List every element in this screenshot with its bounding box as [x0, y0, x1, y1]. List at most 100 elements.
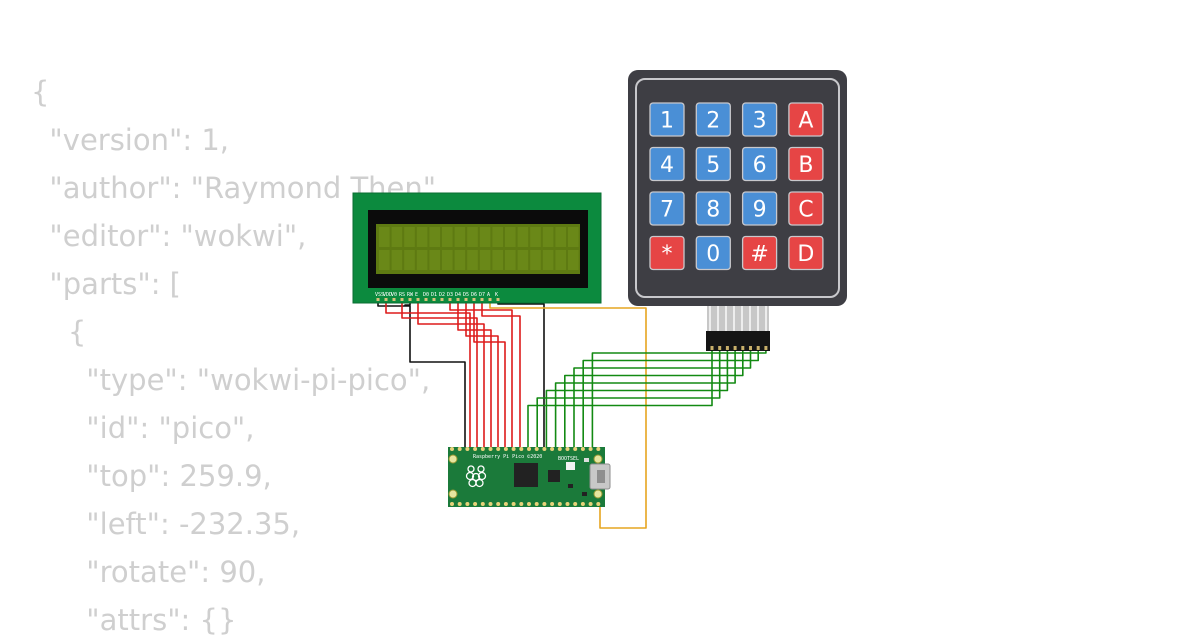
pico-pin-top[interactable] [480, 447, 485, 451]
lcd-pin[interactable] [376, 298, 380, 301]
keypad-pin[interactable] [710, 346, 714, 350]
pico-pin-bottom[interactable] [511, 502, 516, 506]
wire-lcd-d5[interactable] [417, 300, 485, 447]
lcd-pin[interactable] [432, 298, 436, 301]
wire-keypad-5[interactable] [573, 350, 752, 447]
pico-pin-top[interactable] [527, 447, 531, 451]
keypad-pin[interactable] [718, 346, 722, 350]
keypad-key-*[interactable]: * [649, 235, 685, 271]
keypad-pin[interactable] [756, 346, 760, 350]
raspberry-pi-pico[interactable]: Raspberry Pi Pico ©2020 BOOTSEL [448, 447, 611, 507]
keypad-key-D[interactable]: D [788, 235, 824, 271]
pico-pin-bottom[interactable] [580, 502, 585, 506]
pico-pin-bottom[interactable] [496, 502, 501, 506]
pico-bootsel-button[interactable] [566, 462, 575, 470]
lcd-pin[interactable] [472, 298, 476, 301]
pico-pin-bottom[interactable] [473, 502, 478, 506]
pico-pin-bottom[interactable] [450, 502, 454, 506]
pico-pin-bottom[interactable] [565, 502, 570, 506]
lcd-pin[interactable] [464, 298, 468, 301]
keypad-pin[interactable] [764, 346, 768, 350]
pico-pin-top[interactable] [473, 447, 478, 451]
keypad-key-4[interactable]: 4 [649, 146, 685, 182]
pico-pin-top[interactable] [596, 447, 601, 451]
wire-lcd-d1[interactable] [385, 300, 471, 447]
pico-pin-bottom[interactable] [557, 502, 562, 506]
pico-pin-top[interactable] [465, 447, 470, 451]
pico-pin-top[interactable] [503, 447, 508, 451]
wire-lcd-d3[interactable] [401, 300, 478, 447]
lcd-pin[interactable] [456, 298, 460, 301]
wire-lcd-a[interactable] [489, 300, 647, 529]
lcd-pin[interactable] [488, 298, 492, 301]
pico-pin-top[interactable] [496, 447, 501, 451]
keypad-key-3[interactable]: 3 [741, 102, 778, 137]
keypad-key-C[interactable]: C [788, 191, 824, 226]
pico-pin-top[interactable] [557, 447, 562, 451]
pico-pin-bottom[interactable] [527, 502, 531, 506]
pico-pin-top[interactable] [534, 447, 539, 451]
lcd-pin[interactable] [400, 298, 404, 301]
pico-pin-bottom[interactable] [588, 502, 593, 506]
pico-pin-bottom[interactable] [573, 502, 578, 506]
keypad-key-9[interactable]: 9 [741, 191, 778, 226]
keypad-key-1[interactable]: 1 [649, 102, 685, 137]
wire-keypad-4[interactable] [563, 350, 744, 447]
keypad-key-8[interactable]: 8 [695, 191, 731, 226]
keypad-key-A[interactable]: A [788, 102, 824, 137]
pico-pin-top[interactable] [519, 447, 524, 451]
pico-pin-top[interactable] [573, 447, 578, 451]
wire-keypad-1[interactable] [536, 350, 721, 447]
lcd-pin[interactable] [408, 298, 412, 301]
keypad-key-2[interactable]: 2 [695, 102, 731, 137]
lcd-pin[interactable] [424, 298, 428, 301]
lcd-pin[interactable] [392, 298, 396, 301]
wire-lcd-d12[interactable] [473, 300, 506, 447]
pico-pin-bottom[interactable] [550, 502, 555, 506]
lcd-pin[interactable] [496, 298, 500, 301]
keypad-key-5[interactable]: 5 [695, 146, 731, 182]
wire-lcd-d13[interactable] [481, 300, 521, 447]
pico-pin-bottom[interactable] [480, 502, 485, 506]
pico-pin-bottom[interactable] [534, 502, 539, 506]
pico-pin-top[interactable] [550, 447, 555, 451]
wire-vss-gnd[interactable] [377, 300, 466, 447]
wire-keypad-2[interactable] [545, 350, 729, 447]
pico-pin-bottom[interactable] [542, 502, 547, 506]
pico-pin-top[interactable] [565, 447, 570, 451]
wire-lcd-d3[interactable] [449, 300, 513, 447]
pico-pin-top[interactable] [450, 447, 454, 451]
pico-pin-bottom[interactable] [465, 502, 470, 506]
pico-pin-bottom[interactable] [503, 502, 508, 506]
wire-keypad-3[interactable] [554, 350, 736, 447]
pico-pin-top[interactable] [580, 447, 585, 451]
keypad-key-#[interactable]: # [741, 235, 778, 271]
wire-keypad-7[interactable] [591, 350, 767, 447]
keypad-pin[interactable] [749, 346, 752, 350]
wire-lcd-d11[interactable] [465, 300, 499, 447]
wire-keypad-0[interactable] [527, 350, 713, 447]
keypad-key-6[interactable]: 6 [741, 146, 778, 182]
keypad-pin[interactable] [725, 346, 729, 350]
lcd-pin[interactable] [384, 298, 388, 301]
pico-pin-top[interactable] [511, 447, 516, 451]
lcd-pin[interactable] [448, 298, 452, 301]
keypad-key-0[interactable]: 0 [695, 235, 731, 271]
keypad-pin[interactable] [733, 346, 737, 350]
pico-pin-bottom[interactable] [457, 502, 462, 506]
pico-pin-bottom[interactable] [596, 502, 601, 506]
lcd-pin[interactable] [440, 298, 444, 301]
pico-pin-top[interactable] [542, 447, 547, 451]
keypad-key-B[interactable]: B [788, 146, 824, 182]
pico-pin-top[interactable] [488, 447, 493, 451]
lcd-pin[interactable] [480, 298, 484, 301]
keypad-pin[interactable] [741, 346, 745, 350]
pico-pin-top[interactable] [457, 447, 462, 451]
wire-keypad-6[interactable] [582, 350, 760, 447]
pico-pin-bottom[interactable] [519, 502, 524, 506]
pico-pin-top[interactable] [588, 447, 593, 451]
keypad-key-7[interactable]: 7 [649, 191, 685, 226]
lcd-pin[interactable] [416, 298, 420, 301]
